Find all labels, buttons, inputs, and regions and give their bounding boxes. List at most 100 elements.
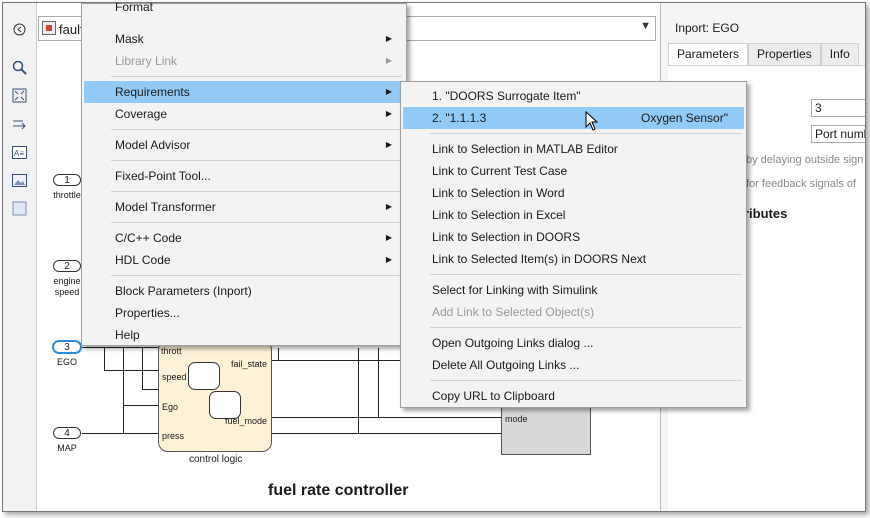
menu-item-hdl-code[interactable]: HDL Code ▶	[84, 249, 404, 271]
fit-view-icon[interactable]	[11, 87, 28, 104]
menu-item-label: Requirements	[115, 85, 190, 99]
inport-2[interactable]: 2	[53, 260, 81, 272]
menu-item-label: Library Link	[115, 54, 178, 68]
signal-line[interactable]	[278, 348, 279, 361]
menu-item-properties[interactable]: Properties...	[84, 302, 404, 324]
chart-state[interactable]	[188, 362, 220, 390]
menu-separator	[430, 133, 742, 134]
hide-show-icon[interactable]	[11, 21, 28, 38]
submenu-arrow-icon: ▶	[385, 87, 392, 96]
inport-3-selected[interactable]: 3	[52, 340, 82, 354]
signal-line[interactable]	[378, 348, 379, 418]
menu-item-label: HDL Code	[115, 253, 171, 267]
menu-separator	[430, 274, 742, 275]
menu-item-label: Delete All Outgoing Links ...	[432, 358, 580, 372]
menu-item-label: Link to Current Test Case	[432, 164, 568, 178]
menu-item-label: Link to Selection in MATLAB Editor	[432, 142, 618, 156]
menu-item-coverage[interactable]: Coverage▶	[84, 103, 404, 125]
signal-line[interactable]	[270, 417, 501, 418]
menu-separator	[111, 191, 402, 192]
menu-item-help[interactable]: Help	[84, 324, 404, 346]
inspector-title: Inport: EGO	[675, 21, 740, 35]
copy-url[interactable]: Copy URL to Clipboard	[403, 385, 744, 407]
text-annotation-icon[interactable]: A≡	[11, 144, 28, 161]
select-for-linking[interactable]: Select for Linking with Simulink	[403, 279, 744, 301]
link-doors[interactable]: Link to Selection in DOORS	[403, 226, 744, 248]
link-test-case[interactable]: Link to Current Test Case	[403, 160, 744, 182]
menu-item-block-parameters[interactable]: Block Parameters (Inport)	[84, 280, 404, 302]
menu-separator	[111, 275, 402, 276]
inport-label: EGO	[56, 357, 77, 367]
menu-separator	[111, 160, 402, 161]
arrow-icon[interactable]	[11, 115, 28, 132]
chart-output-label: fail_state	[231, 359, 268, 369]
signal-line[interactable]	[358, 348, 359, 434]
submenu-arrow-icon: ▶	[385, 255, 392, 264]
menu-item-model-transformer[interactable]: Model Transformer▶	[84, 196, 404, 218]
signal-line[interactable]	[82, 433, 158, 434]
block-port-label: mode	[505, 414, 528, 424]
port-dimensions-field[interactable]: Port numb	[811, 125, 865, 143]
chart-state[interactable]	[209, 391, 241, 419]
menu-item-model-advisor[interactable]: Model Advisor▶	[84, 134, 404, 156]
submenu-arrow-icon: ▶	[385, 233, 392, 242]
inspector-tabs: Parameters Properties Info	[668, 43, 859, 65]
menu-item-format[interactable]: Format	[84, 3, 404, 18]
menu-item-detail: Oxygen Sensor"	[641, 111, 728, 125]
submenu-arrow-icon: ▶	[385, 202, 392, 211]
menu-item-requirements[interactable]: Requirements ▶	[84, 81, 404, 103]
link-excel[interactable]: Link to Selection in Excel	[403, 204, 744, 226]
signal-line[interactable]	[123, 348, 124, 434]
model-name: fault	[59, 22, 84, 37]
signal-line[interactable]	[142, 389, 158, 390]
link-doors-next[interactable]: Link to Selected Item(s) in DOORS Next	[403, 248, 744, 270]
hint-text: by delaying outside sign	[746, 154, 864, 166]
req-item-doors-surrogate[interactable]: 1. "DOORS Surrogate Item"	[403, 85, 744, 107]
chevron-down-icon[interactable]: ▼	[640, 20, 651, 32]
chart-input-label: speed	[162, 372, 187, 382]
menu-item-library-link: Library Link▶	[84, 50, 404, 72]
link-word[interactable]: Link to Selection in Word	[403, 182, 744, 204]
tab-parameters[interactable]: Parameters	[668, 43, 749, 65]
signal-line[interactable]	[123, 405, 158, 406]
signal-line[interactable]	[142, 348, 143, 390]
inport-4[interactable]: 4	[53, 427, 81, 439]
menu-item-label: Properties...	[115, 306, 180, 320]
menu-item-label: Block Parameters (Inport)	[115, 284, 252, 298]
control-logic-chart[interactable]: thrott speed Ego press fail_state fuel_m…	[158, 340, 272, 452]
inport-1[interactable]: 1	[53, 174, 81, 186]
menu-item-label: Link to Selected Item(s) in DOORS Next	[432, 252, 647, 266]
signal-line[interactable]	[82, 347, 158, 348]
menu-item-mask[interactable]: Mask▶	[84, 28, 404, 50]
chart-input-label: press	[162, 431, 185, 441]
area-icon[interactable]	[11, 200, 28, 217]
menu-item-c-code[interactable]: C/C++ Code ▶	[84, 227, 404, 249]
simulink-editor-window: A≡ fault ▼ 1 throttle 2 engine speed 3 E…	[2, 2, 866, 512]
zoom-in-icon[interactable]	[11, 59, 28, 76]
submenu-arrow-icon: ▶	[385, 109, 392, 118]
menu-item-label: C/C++ Code	[115, 231, 182, 245]
image-icon[interactable]	[11, 172, 28, 189]
menu-item-label: Link to Selection in DOORS	[432, 230, 581, 244]
submenu-arrow-icon: ▶	[385, 140, 392, 149]
tab-properties[interactable]: Properties	[748, 43, 821, 65]
menu-item-label: Help	[115, 328, 140, 342]
menu-item-label: Link to Selection in Word	[432, 186, 565, 200]
open-outgoing-links[interactable]: Open Outgoing Links dialog ...	[403, 332, 744, 354]
signal-line[interactable]	[104, 348, 105, 371]
mode-block[interactable]: mode	[501, 405, 591, 455]
signal-line[interactable]	[104, 370, 158, 371]
inport-number: 2	[64, 261, 70, 272]
menu-separator	[111, 222, 402, 223]
link-matlab-editor[interactable]: Link to Selection in MATLAB Editor	[403, 138, 744, 160]
canvas-title: fuel rate controller	[268, 482, 409, 499]
delete-outgoing-links[interactable]: Delete All Outgoing Links ...	[403, 354, 744, 376]
signal-line[interactable]	[270, 360, 501, 361]
section-attributes[interactable]: ributes	[744, 206, 788, 221]
signal-line[interactable]	[123, 433, 501, 434]
tab-info[interactable]: Info	[820, 43, 859, 65]
menu-item-fixed-point-tool[interactable]: Fixed-Point Tool...	[84, 165, 404, 187]
menu-item-label: Open Outgoing Links dialog ...	[432, 336, 594, 350]
port-number-field[interactable]: 3	[811, 99, 865, 117]
